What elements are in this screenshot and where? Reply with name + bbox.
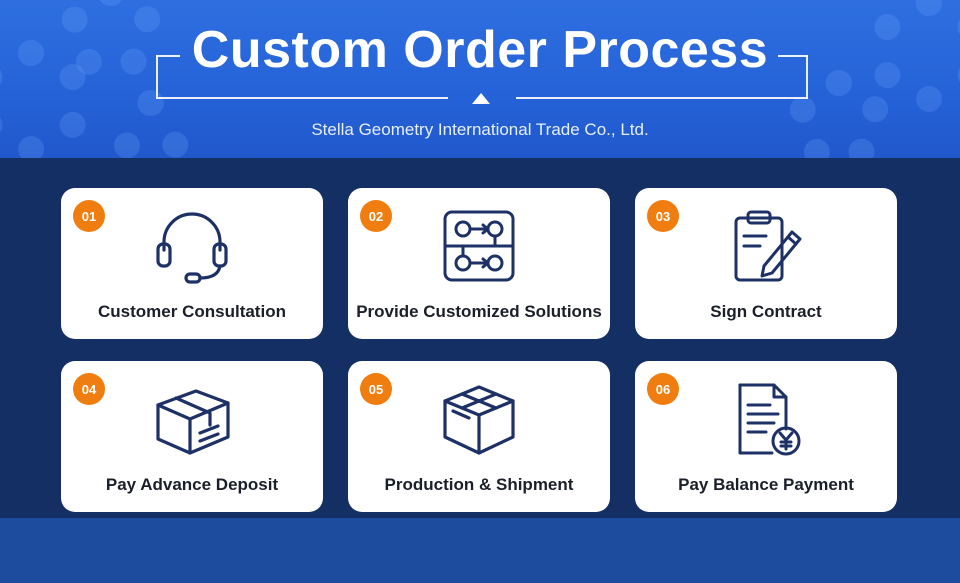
title-frame-line: [156, 55, 180, 57]
step-card-solutions: 02 Provide Customized Solutions: [348, 188, 610, 339]
step-card-production: 05 Production & Shipment: [348, 361, 610, 512]
flow-diagram-icon: [443, 210, 515, 282]
clipboard-pen-icon: [734, 210, 802, 282]
step-label: Pay Balance Payment: [678, 475, 854, 494]
step-number-badge: 06: [647, 373, 679, 405]
title-frame-line: [516, 97, 808, 99]
step-label: Customer Consultation: [98, 302, 286, 321]
step-number-badge: 05: [360, 373, 392, 405]
step-card-contract: 03 Sign Contract: [635, 188, 897, 339]
step-number-badge: 03: [647, 200, 679, 232]
package-box-icon: [156, 389, 230, 455]
triangle-pointer-icon: [472, 93, 490, 104]
title-frame-line: [156, 55, 158, 99]
step-number-badge: 04: [73, 373, 105, 405]
step-number-badge: 01: [73, 200, 105, 232]
step-card-balance: 06 Pay Balance Payment: [635, 361, 897, 512]
header-banner: Custom Order Process Stella Geometry Int…: [0, 0, 960, 158]
company-subtitle: Stella Geometry International Trade Co.,…: [311, 120, 649, 139]
step-card-consultation: 01 Customer Consultation: [61, 188, 323, 339]
page-title: Custom Order Process: [191, 21, 769, 79]
title-frame-line: [778, 55, 808, 57]
title-frame-line: [806, 55, 808, 99]
title-frame-line: [156, 97, 448, 99]
step-label: Production & Shipment: [384, 475, 574, 494]
shipping-box-icon: [443, 385, 515, 455]
bottom-band: [0, 518, 960, 583]
gear-decoration-icon: [788, 70, 890, 158]
headset-icon: [156, 212, 228, 284]
invoice-yen-icon: [738, 383, 801, 456]
step-number-badge: 02: [360, 200, 392, 232]
step-card-deposit: 04 Pay Advance Deposit: [61, 361, 323, 512]
step-label: Provide Customized Solutions: [356, 302, 602, 321]
step-label: Pay Advance Deposit: [105, 475, 279, 494]
step-label: Sign Contract: [710, 302, 822, 321]
